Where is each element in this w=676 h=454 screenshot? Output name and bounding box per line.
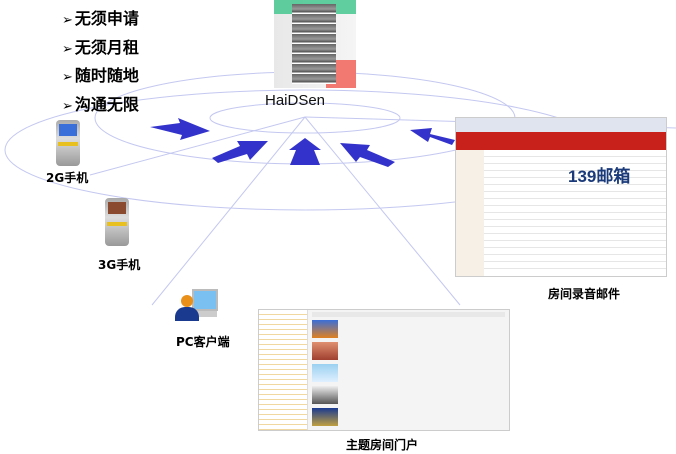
pc-user-icon [175, 287, 218, 323]
arc-inner [209, 102, 401, 134]
hub-label: HaiDSen [265, 92, 326, 109]
mail-screenshot: 139邮箱 [455, 117, 667, 277]
line-portal [304, 116, 461, 306]
portal-screenshot [258, 309, 510, 431]
line-pc [151, 116, 306, 306]
server-stack-icon [274, 0, 356, 88]
phone-2g-icon [56, 120, 80, 166]
mail-logo: 139邮箱 [568, 167, 631, 186]
feature-item: ➢无须月租 [62, 38, 139, 57]
mail-label: 房间录音邮件 [548, 287, 621, 301]
feature-item: ➢无须申请 [62, 9, 139, 28]
phone-3g-label: 3G手机 [98, 258, 141, 272]
arrow-3g [212, 141, 268, 163]
arrow-2g [150, 118, 210, 140]
phone-3g-icon [105, 198, 129, 246]
pc-client-label: PC客户端 [176, 335, 230, 349]
arrow-mail [410, 128, 455, 145]
line-2g [89, 116, 306, 176]
portal-label: 主题房间门户 [346, 438, 419, 452]
feature-item: ➢沟通无限 [62, 95, 139, 114]
feature-item: ➢随时随地 [62, 66, 139, 85]
arrow-portal [340, 143, 395, 167]
phone-2g-label: 2G手机 [46, 171, 89, 185]
arrow-pc [289, 138, 321, 165]
